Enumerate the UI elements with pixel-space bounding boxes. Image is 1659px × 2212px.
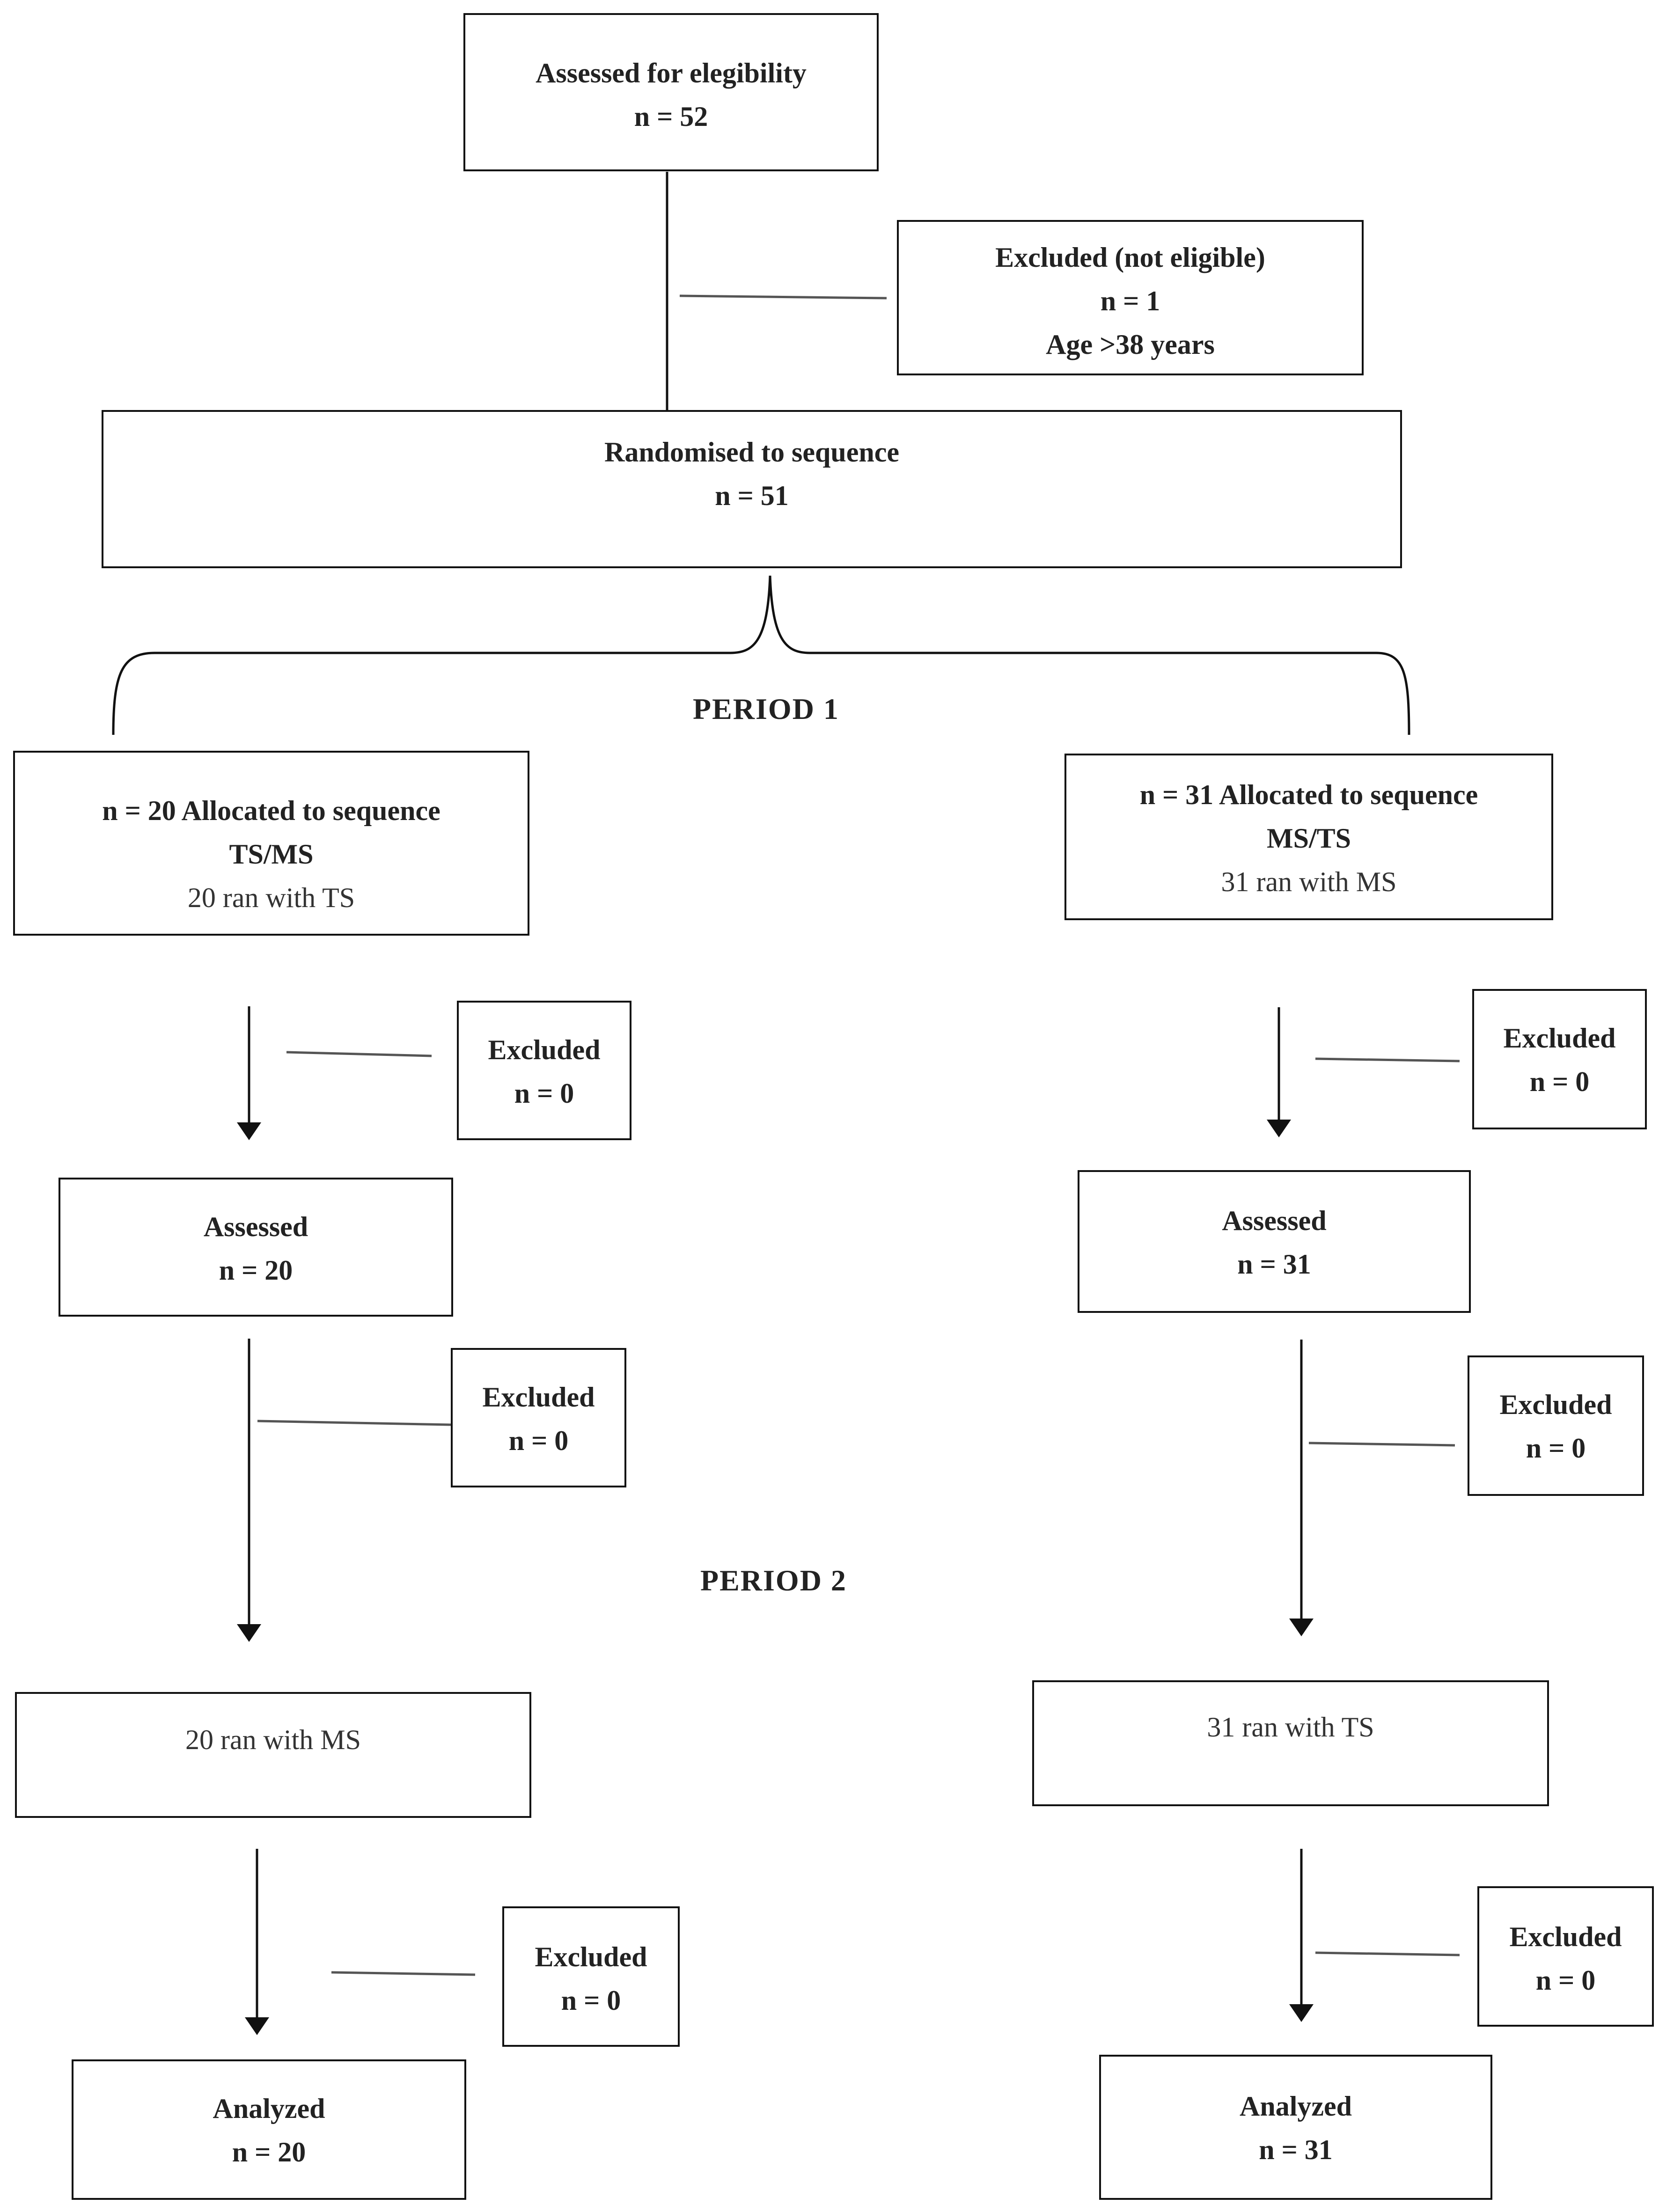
excluded-not-eligible-label: Excluded (not eligible) — [995, 242, 1265, 273]
assessed-eligibility-label: Assessed for elegibility — [536, 58, 807, 88]
right-exclusion-branch-3 — [1315, 1951, 1460, 1956]
left-analyzed-label: Analyzed — [213, 2093, 325, 2124]
right-period2-ran: 31 ran with TS — [1207, 1712, 1374, 1743]
left-allocation-ran: 20 ran with TS — [187, 882, 355, 913]
left-excluded-box-2: Excluded n = 0 — [451, 1348, 626, 1487]
randomised-box: Randomised to sequence n = 51 — [102, 410, 1402, 568]
left-allocation-label: n = 20 Allocated to sequence — [102, 795, 440, 826]
left-excluded-box-1: Excluded n = 0 — [457, 1001, 631, 1140]
period-2-heading: PERIOD 2 — [700, 1564, 847, 1597]
left-assessed-n: n = 20 — [219, 1255, 293, 1286]
period-1-heading: PERIOD 1 — [693, 692, 839, 725]
left-allocation-sequence: TS/MS — [229, 839, 314, 870]
right-excluded-box-3: Excluded n = 0 — [1477, 1886, 1654, 2027]
right-arrowhead-2 — [1289, 1619, 1314, 1636]
excluded-not-eligible-box: Excluded (not eligible) n = 1 Age >38 ye… — [897, 220, 1364, 375]
left-arrowhead-3 — [245, 2017, 269, 2035]
exclusion-branch-screening — [679, 294, 887, 300]
left-arrowhead-1 — [237, 1122, 261, 1140]
right-assessed-label: Assessed — [1222, 1205, 1327, 1236]
right-assessed-box: Assessed n = 31 — [1078, 1170, 1471, 1313]
right-period2-box: 31 ran with TS — [1032, 1680, 1549, 1806]
left-excluded-2-n: n = 0 — [508, 1425, 569, 1456]
left-period2-ran: 20 ran with MS — [185, 1724, 361, 1755]
left-exclusion-branch-3 — [331, 1971, 476, 1976]
right-excluded-box-1: Excluded n = 0 — [1472, 989, 1647, 1129]
randomisation-split-brace — [112, 575, 1410, 735]
right-analyzed-label: Analyzed — [1240, 2091, 1352, 2122]
left-analyzed-box: Analyzed n = 20 — [72, 2059, 466, 2200]
left-excluded-3-label: Excluded — [535, 1941, 647, 1972]
left-excluded-1-label: Excluded — [488, 1034, 601, 1065]
right-excluded-1-n: n = 0 — [1529, 1066, 1590, 1097]
right-allocation-label: n = 31 Allocated to sequence — [1139, 779, 1478, 810]
assessed-eligibility-box: Assessed for elegibility n = 52 — [463, 13, 879, 171]
excluded-not-eligible-reason: Age >38 years — [1046, 329, 1215, 360]
left-arrowhead-2 — [237, 1624, 261, 1642]
left-assessed-label: Assessed — [203, 1211, 308, 1242]
right-excluded-2-n: n = 0 — [1526, 1433, 1586, 1464]
right-allocation-sequence: MS/TS — [1266, 823, 1351, 854]
assessed-eligibility-n: n = 52 — [634, 101, 708, 132]
left-analyzed-n: n = 20 — [232, 2137, 306, 2168]
left-excluded-3-n: n = 0 — [561, 1985, 621, 2016]
right-excluded-1-label: Excluded — [1503, 1023, 1616, 1054]
left-excluded-1-n: n = 0 — [514, 1078, 574, 1109]
left-assessed-box: Assessed n = 20 — [59, 1178, 453, 1317]
right-arrowhead-3 — [1289, 2004, 1314, 2022]
randomised-label: Randomised to sequence — [604, 437, 900, 468]
right-exclusion-branch-1 — [1315, 1057, 1460, 1062]
right-allocation-ran: 31 ran with MS — [1221, 866, 1397, 897]
right-arrowhead-1 — [1267, 1120, 1291, 1137]
left-excluded-2-label: Excluded — [482, 1382, 595, 1413]
left-exclusion-branch-2 — [257, 1420, 451, 1426]
right-excluded-3-label: Excluded — [1509, 1921, 1622, 1952]
left-period2-box: 20 ran with MS — [15, 1692, 531, 1818]
randomised-n: n = 51 — [715, 480, 789, 511]
left-exclusion-branch-1 — [286, 1051, 432, 1057]
right-excluded-2-label: Excluded — [1499, 1389, 1612, 1420]
right-analyzed-n: n = 31 — [1259, 2134, 1333, 2165]
right-excluded-3-n: n = 0 — [1535, 1965, 1596, 1996]
right-exclusion-branch-2 — [1308, 1442, 1455, 1447]
right-excluded-box-2: Excluded n = 0 — [1468, 1355, 1644, 1496]
right-assessed-n: n = 31 — [1237, 1249, 1311, 1280]
left-excluded-box-3: Excluded n = 0 — [502, 1906, 680, 2047]
left-allocation-box: n = 20 Allocated to sequence TS/MS 20 ra… — [13, 751, 529, 936]
excluded-not-eligible-n: n = 1 — [1100, 286, 1160, 316]
right-allocation-box: n = 31 Allocated to sequence MS/TS 31 ra… — [1064, 754, 1553, 920]
right-analyzed-box: Analyzed n = 31 — [1099, 2055, 1492, 2200]
